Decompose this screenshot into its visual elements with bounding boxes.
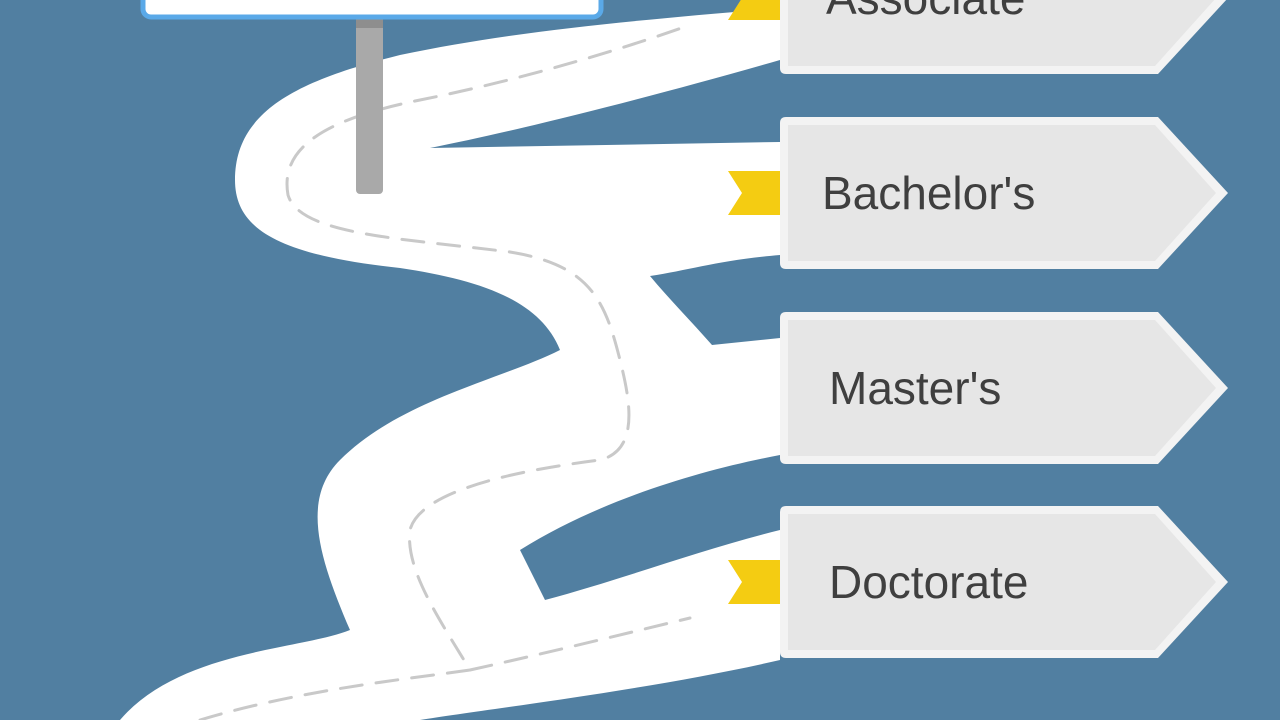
winding-road	[120, 8, 780, 720]
sign-label-doctorate: Doctorate	[829, 556, 1028, 608]
road-lower-dashes	[468, 616, 692, 672]
sign-ribbon	[728, 0, 784, 20]
sign-face	[788, 320, 1216, 456]
signpost-pole	[356, 18, 383, 194]
sign-face	[788, 514, 1216, 650]
sign-face	[788, 0, 1215, 66]
sign-ribbon	[728, 560, 784, 604]
sign-label-masters: Master's	[829, 362, 1001, 414]
top-signboard	[140, 0, 604, 20]
sign-doctorate: Doctorate	[728, 506, 1228, 658]
sign-associate: Associate	[728, 0, 1227, 74]
sign-label-bachelors: Bachelor's	[822, 167, 1035, 219]
sign-masters: Master's	[780, 312, 1228, 464]
signpost-pole-shade	[356, 18, 383, 28]
sign-ribbon	[728, 171, 784, 215]
sign-face	[788, 125, 1216, 261]
road-center-dashes	[198, 23, 692, 720]
sign-label-associate: Associate	[826, 0, 1025, 24]
sign-bachelors: Bachelor's	[728, 117, 1228, 269]
